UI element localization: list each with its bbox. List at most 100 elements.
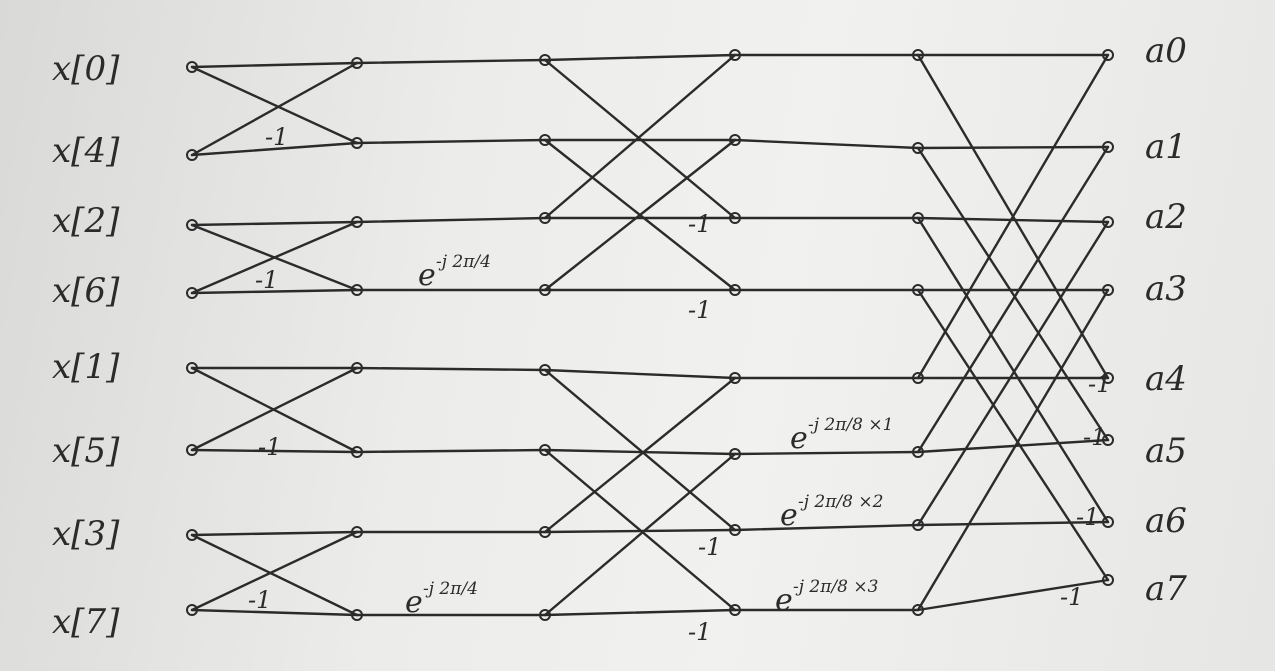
wire-s1: [190, 608, 359, 617]
wire-s2: [543, 448, 737, 612]
node: [351, 216, 363, 228]
twiddle-factor: e-j 2π/8 ×1: [790, 415, 893, 456]
minus-one-label: -1: [265, 123, 288, 151]
twiddle-base: e: [790, 421, 808, 456]
wire-s3: [916, 145, 1110, 454]
output-label: a5: [1145, 431, 1187, 471]
node: [186, 604, 198, 616]
wire-s2: [543, 138, 737, 292]
node: [186, 444, 198, 456]
wire-s1: [190, 366, 359, 452]
input-label: x[3]: [52, 514, 120, 554]
wire-s3: [916, 220, 1110, 527]
wire-s1: [190, 288, 359, 295]
minus-one-label: -1: [1083, 423, 1106, 451]
signal-nodes: [186, 49, 1114, 621]
node: [912, 284, 924, 296]
node: [1102, 516, 1114, 528]
node: [1102, 434, 1114, 446]
wire-s3: [916, 53, 1110, 380]
input-label: x[2]: [52, 201, 120, 241]
wire-s2: [543, 53, 737, 62]
twiddle-base: e: [418, 258, 436, 293]
node: [186, 362, 198, 374]
node: [539, 444, 551, 456]
node: [186, 287, 198, 299]
node: [912, 372, 924, 384]
node: [729, 448, 741, 460]
node: [351, 526, 363, 538]
node: [912, 446, 924, 458]
node: [729, 212, 741, 224]
twiddle-factor: e-j 2π/8 ×2: [780, 492, 883, 533]
output-label: a3: [1145, 269, 1187, 309]
twiddle-base: e: [775, 583, 793, 618]
wire-s1: [190, 61, 359, 157]
signal-wires: [190, 53, 1110, 617]
output-label: a2: [1145, 197, 1187, 237]
wire-s1: [190, 530, 359, 612]
wire-s1: [190, 220, 359, 295]
node: [1102, 141, 1114, 153]
twiddle-factor: e-j 2π/4: [405, 579, 478, 620]
wire-s3: [916, 520, 1110, 527]
node: [729, 604, 741, 616]
wire-s2: [543, 376, 737, 534]
node: [539, 134, 551, 146]
wire-s1: [190, 61, 359, 69]
wire-pass-12: [355, 448, 547, 454]
minus-one-label: -1: [255, 266, 278, 294]
node: [186, 219, 198, 231]
twiddle-factor: e-j 2π/4: [418, 252, 491, 293]
wire-pass-34: [733, 523, 920, 532]
wire-s2: [543, 608, 737, 617]
node: [539, 284, 551, 296]
node: [186, 61, 198, 73]
wire-s1: [190, 533, 359, 617]
wire-s1: [190, 448, 359, 454]
minus-one-label: -1: [688, 296, 711, 324]
wire-s3: [916, 438, 1110, 454]
input-label: x[4]: [52, 131, 120, 171]
node: [912, 519, 924, 531]
wire-s3: [916, 216, 1110, 224]
wire-pass-12: [355, 138, 547, 145]
wire-pass-12: [355, 58, 547, 65]
node: [539, 54, 551, 66]
input-label: x[7]: [52, 602, 120, 642]
minus-one-label: -1: [258, 433, 281, 461]
wire-s1: [190, 141, 359, 157]
twiddle-exponent: -j 2π/8 ×1: [808, 415, 893, 435]
minus-one-label: -1: [698, 533, 721, 561]
node: [912, 142, 924, 154]
twiddle-base: e: [405, 585, 423, 620]
node: [1102, 574, 1114, 586]
node: [729, 284, 741, 296]
wire-s2: [543, 368, 737, 380]
twiddle-labels: e-j 2π/4e-j 2π/4e-j 2π/8 ×1e-j 2π/8 ×2e-…: [405, 252, 893, 620]
node: [912, 604, 924, 616]
node: [351, 609, 363, 621]
minus-one-label: -1: [1088, 370, 1111, 398]
node: [351, 362, 363, 374]
wire-s3: [916, 216, 1110, 524]
wire-s3: [916, 288, 1110, 582]
node: [539, 609, 551, 621]
twiddle-base: e: [780, 498, 798, 533]
minus-one-label: -1: [688, 618, 711, 646]
wire-s1: [190, 220, 359, 227]
wire-s2: [543, 53, 737, 220]
minus-one-label: -1: [1076, 503, 1099, 531]
labels: x[0]x[4]x[2]x[6]x[1]x[5]x[3]x[7] a0a1a2a…: [52, 31, 1187, 646]
output-label: a4: [1145, 359, 1187, 399]
wire-pass-34: [733, 138, 920, 150]
node: [1102, 49, 1114, 61]
node: [729, 134, 741, 146]
wire-pass-12: [355, 216, 547, 224]
minus-one-label: -1: [688, 210, 711, 238]
output-label: a1: [1145, 127, 1187, 167]
input-label: x[1]: [52, 347, 120, 387]
